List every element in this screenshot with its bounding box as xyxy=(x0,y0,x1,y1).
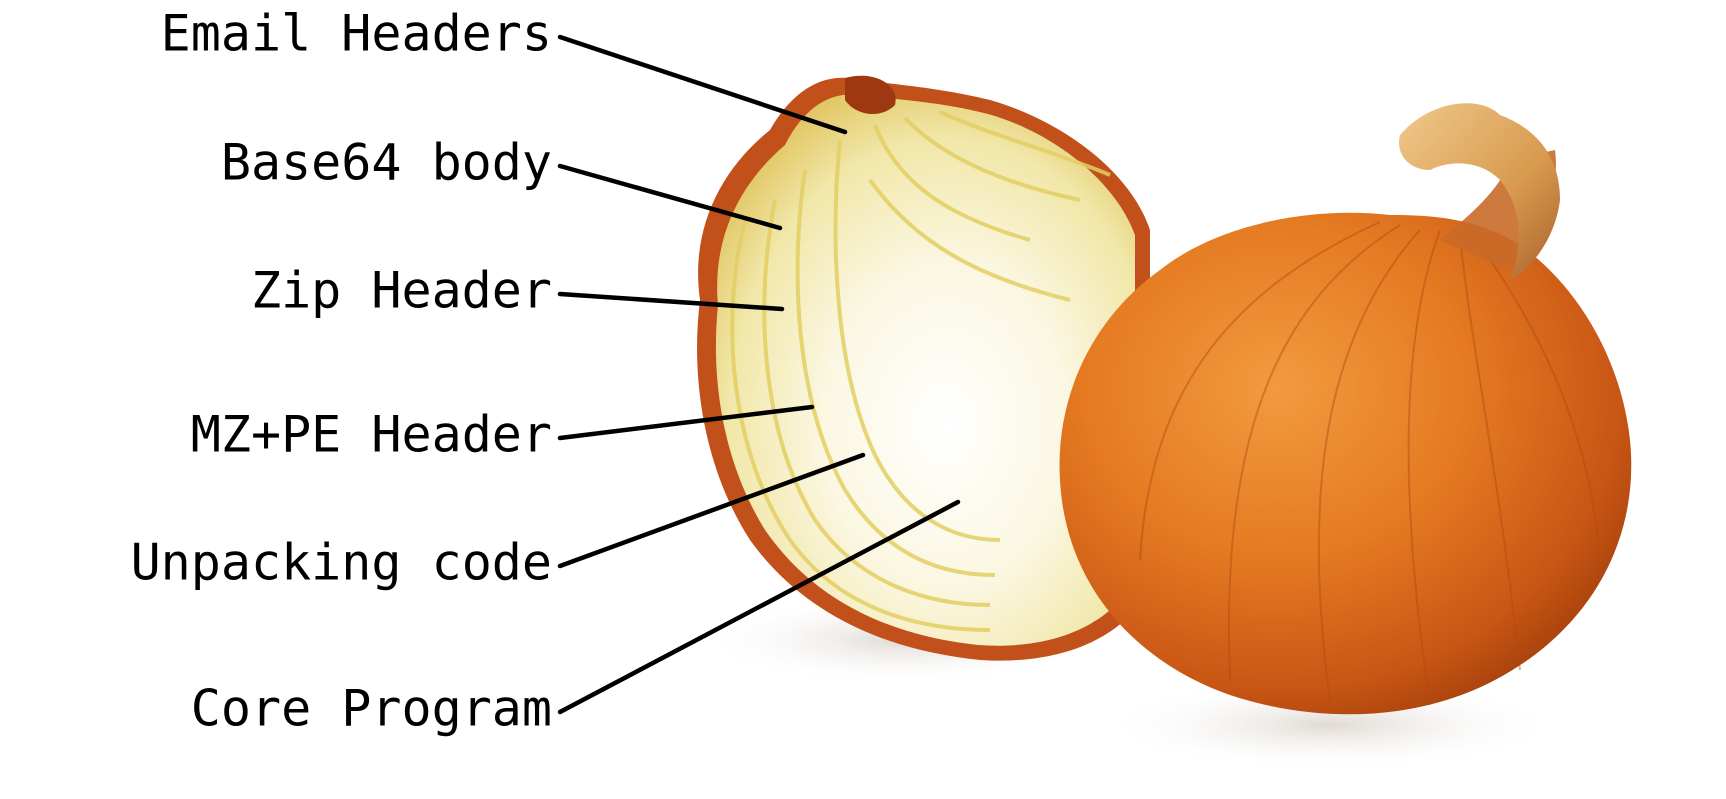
label-unpacking-code: Unpacking code xyxy=(131,534,552,592)
whole-onion xyxy=(1060,103,1632,714)
layer-labels: Email Headers Base64 body Zip Header MZ+… xyxy=(131,5,552,738)
label-zip-header: Zip Header xyxy=(251,262,552,320)
onion-illustration xyxy=(697,76,1631,770)
whole-onion-bulb xyxy=(1060,213,1632,714)
label-email-headers: Email Headers xyxy=(161,5,552,63)
label-mz-pe-header: MZ+PE Header xyxy=(191,406,552,464)
leader-line-email-headers xyxy=(560,37,845,132)
label-base64-body: Base64 body xyxy=(221,134,552,192)
label-core-program: Core Program xyxy=(191,680,552,738)
